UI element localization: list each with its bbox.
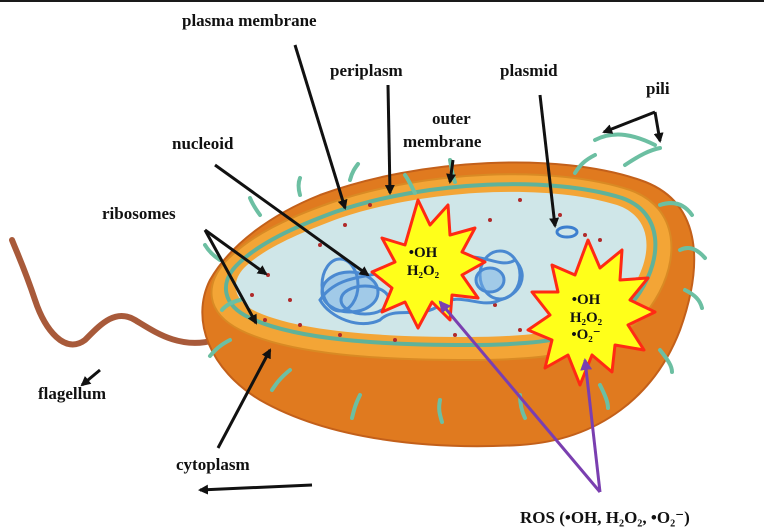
label-outer-membrane-line1: outer bbox=[432, 110, 471, 127]
label-plasma-membrane: plasma membrane bbox=[182, 12, 317, 29]
label-nucleoid: nucleoid bbox=[172, 135, 233, 152]
label-plasmid: plasmid bbox=[500, 62, 558, 79]
ros-burst-2-line-3: •O₂⁻ bbox=[556, 327, 616, 345]
ros-burst-2-line-1: •OH bbox=[556, 292, 616, 310]
label-outer-membrane-line2: membrane bbox=[403, 133, 481, 150]
label-pili: pili bbox=[646, 80, 670, 97]
label-ribosomes: ribosomes bbox=[102, 205, 176, 222]
label-flagellum: flagellum bbox=[38, 385, 106, 402]
label-periplasm: periplasm bbox=[330, 62, 403, 79]
ros-caption: ROS (•OH, H₂O₂, •O₂⁻) bbox=[520, 508, 690, 528]
flagellum-shape bbox=[12, 240, 215, 344]
label-cytoplasm: cytoplasm bbox=[176, 456, 250, 473]
ros-burst-2-text: •OH H₂O₂ •O₂⁻ bbox=[556, 292, 616, 345]
ros-burst-1-line-2: H₂O₂ bbox=[393, 263, 453, 281]
ros-burst-1-line-1: •OH bbox=[393, 245, 453, 263]
ros-burst-2-line-2: H₂O₂ bbox=[556, 310, 616, 328]
ros-burst-1-text: •OH H₂O₂ bbox=[393, 245, 453, 280]
